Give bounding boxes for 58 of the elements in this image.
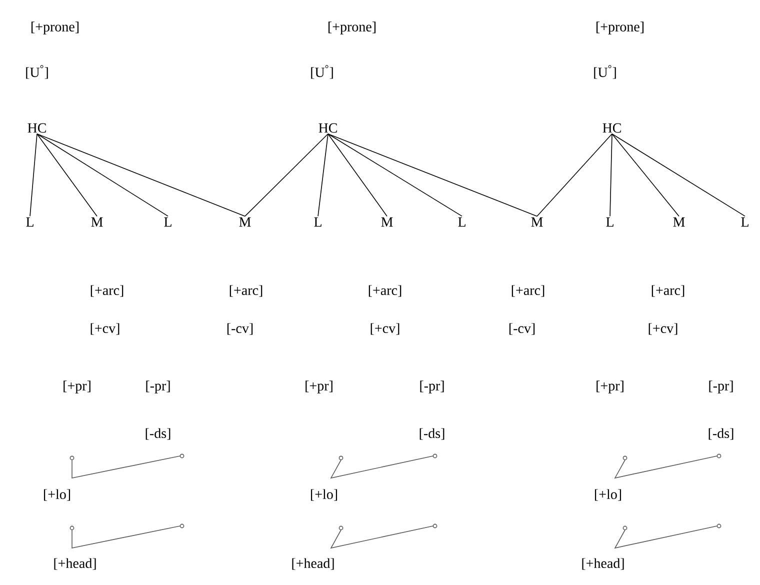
tier-label: L: [26, 217, 34, 227]
feature-label: [+cv]: [90, 323, 120, 335]
feature-label: [+arc]: [368, 285, 402, 297]
feature-label: [+cv]: [648, 323, 678, 335]
feature-label: [+lo]: [310, 489, 338, 501]
feature-label: [-pr]: [709, 380, 733, 394]
feature-label: [-ds]: [420, 428, 444, 440]
feature-label: [+cv]: [370, 323, 400, 335]
association-line: [30, 134, 38, 217]
feature-label: [+head]: [582, 558, 624, 570]
association-line: [318, 134, 328, 217]
association-line: [328, 134, 388, 217]
feature-label: [-ds]: [146, 428, 170, 440]
association-line: [328, 134, 538, 217]
association-line: [612, 134, 746, 217]
tier-label: L: [458, 217, 466, 227]
feature-label: [+head]: [292, 558, 334, 570]
tier-label: L: [606, 217, 614, 227]
feature-label: [-ds]: [708, 428, 734, 440]
feature-label: [+arc]: [512, 285, 544, 297]
feature-label: [U$^{°}$]: [311, 65, 333, 79]
feature-label: [+pr]: [306, 380, 332, 394]
feature-label: [-cv]: [509, 323, 535, 335]
feature-label: [+arc]: [230, 285, 262, 297]
feature-label: [+head]: [54, 558, 96, 570]
association-line: [36, 134, 168, 217]
feature-label: [+arc]: [652, 285, 684, 297]
tier-label: M: [673, 217, 685, 227]
tier-label: M: [91, 217, 103, 227]
tier-label: M: [531, 217, 543, 227]
tier-label: L: [741, 217, 748, 227]
tier-label: HC: [318, 123, 337, 133]
tier-label: L: [164, 217, 172, 227]
feature-label: [-cv]: [227, 323, 253, 335]
tier-label: M: [381, 217, 393, 227]
feature-label: [-pr]: [420, 380, 444, 394]
tier-label: M: [239, 217, 251, 227]
association-line: [612, 134, 680, 217]
association-line: [328, 134, 462, 217]
association-line: [610, 134, 612, 217]
feature-label: [+pr]: [596, 380, 624, 394]
feature-label: [U$^{°}$]: [594, 65, 616, 79]
feature-label: [+prone]: [596, 22, 644, 34]
feature-label: [+lo]: [44, 489, 70, 501]
association-line: [36, 134, 246, 217]
association-line: [36, 134, 98, 217]
tier-label: HC: [28, 123, 46, 133]
feature-label: [+prone]: [32, 22, 79, 34]
feature-label: [+lo]: [594, 489, 622, 501]
association-line: [244, 134, 328, 217]
tier-label: L: [314, 217, 322, 227]
feature-label: [+pr]: [64, 380, 90, 394]
tier-label: HC: [602, 123, 621, 133]
association-line: [536, 134, 612, 217]
feature-label: [+prone]: [328, 22, 376, 34]
feature-label: [U$^{°}$]: [26, 65, 48, 79]
feature-label: [-pr]: [146, 380, 170, 394]
feature-label: [+arc]: [90, 285, 124, 297]
